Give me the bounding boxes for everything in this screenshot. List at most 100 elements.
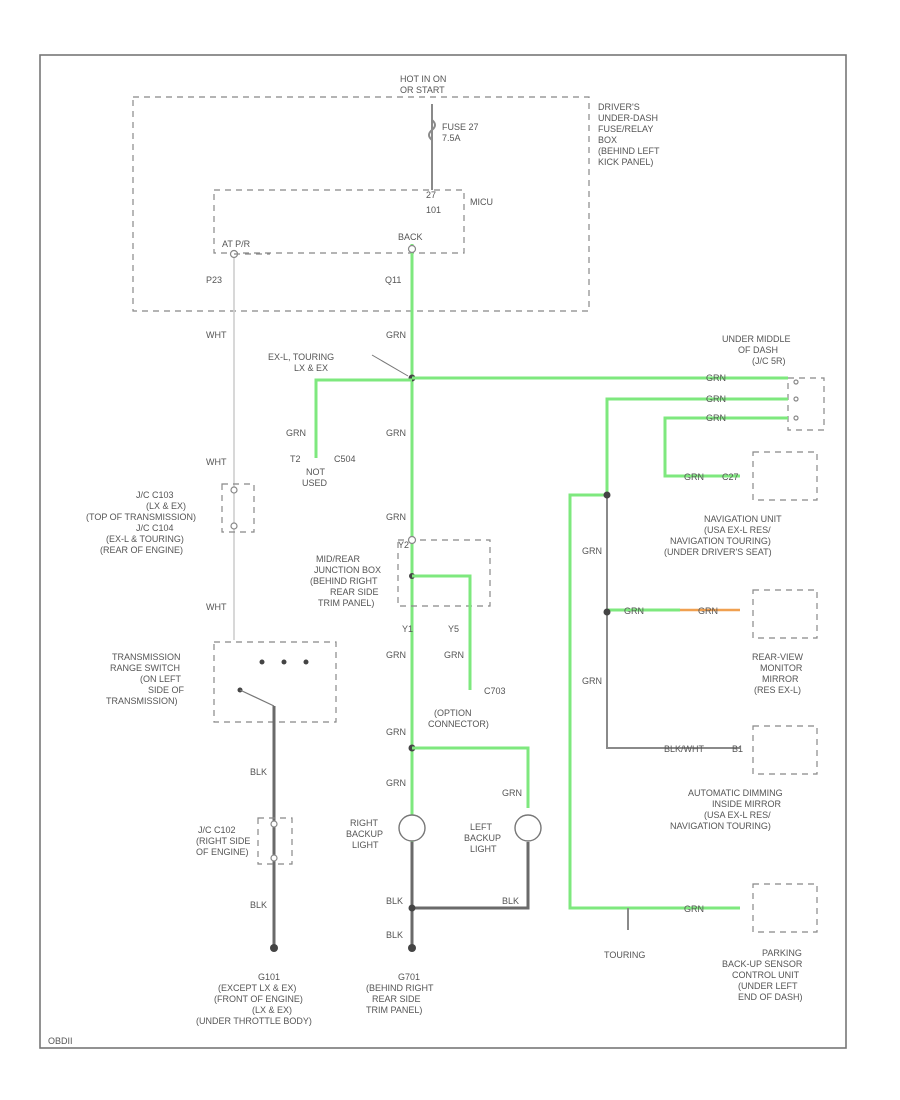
nav-unit-label-4: (UNDER DRIVER'S SEAT) [664,547,772,557]
g101-ground [270,944,278,952]
exl-label-2: LX & EX [294,363,328,373]
trans-switch-label-3: (ON LEFT [140,674,182,684]
trans-switch-pin-2 [281,659,287,665]
splice-nav [603,491,611,499]
fuse-box-label-4: BOX [598,135,617,145]
auto-dim-label-3: (USA EX-L RES/ [704,810,771,820]
jc-c103-pin-1 [230,486,238,494]
grn-label-17: GRN [582,676,602,686]
auto-dim-label: AUTOMATIC DIMMING [688,788,783,798]
blk-wht-label: BLK/WHT [664,744,705,754]
under-middle-label: UNDER MIDDLE [722,334,791,344]
left-ground-wire [412,842,530,910]
under-middle-label-2: OF DASH [738,345,778,355]
ground-splice [408,904,416,912]
grn-label-14: GRN [582,546,602,556]
mirror-label-2: MONITOR [760,663,803,673]
footer-code: OBDII [48,1036,73,1046]
jc-5r-pin-2 [793,396,799,402]
parking-label-5: END OF DASH) [738,992,803,1002]
option-label-2: CONNECTOR) [428,719,489,729]
fuse-label-2: 7.5A [442,133,461,143]
pin-c27: C27 [722,472,739,482]
q11-label: Q11 [385,275,401,285]
grn-label-3: GRN [386,428,406,438]
option-label: (OPTION [434,708,472,718]
grn-label-4: GRN [386,512,406,522]
right-backup-lamp [398,814,426,842]
jc-5r-pin-1 [793,379,799,385]
green-to-nav-unit [663,416,788,478]
g701-label-2: (BEHIND RIGHT [366,983,434,993]
micu-outline [213,189,465,254]
green-to-not-used [314,378,412,458]
right-backup-label-2: BACKUP [346,829,383,839]
jc-c103-label: J/C C103 [136,490,174,500]
jc-c102-box [257,817,293,865]
pin-101-label: 101 [426,205,441,215]
grn-label-10: GRN [706,373,726,383]
pin-27-label: 27 [426,190,436,200]
trans-switch-label-2: RANGE SWITCH [110,663,180,673]
green-to-left-backup [412,746,530,808]
nav-unit-label: NAVIGATION UNIT [704,514,782,524]
atpr-label: AT P/R [222,239,251,249]
hot-in-on-label: HOT IN ON [400,74,446,84]
jc-c102-label-3: OF ENGINE) [196,847,249,857]
nav-unit-box [752,451,818,501]
under-middle-label-3: (J/C 5R) [752,356,786,366]
mid-rear-label: MID/REAR [316,554,361,564]
grn-label-8: GRN [386,778,406,788]
y2-pin [407,535,417,545]
nav-unit-label-2: (USA EX-L RES/ [704,525,771,535]
grn-label-9: GRN [502,788,522,798]
jc-c102-label: J/C C102 [198,825,236,835]
jc-5r-pin-3 [793,415,799,421]
wht-label-2: WHT [206,457,227,467]
jc-c102-pin-2 [270,854,278,862]
left-backup-lamp [514,814,542,842]
jc-c104-label: J/C C104 [136,523,174,533]
blk-label-4: BLK [502,896,519,906]
blk-label-1: BLK [250,767,267,777]
grn-label-16: GRN [698,606,718,616]
diagram-frame [39,54,847,1049]
pin-b1: B1 [732,744,743,754]
y2-label: Y2 [398,540,409,550]
mid-rear-label-3: (BEHIND RIGHT [310,576,378,586]
g701-label-4: TRIM PANEL) [366,1005,422,1015]
mirror-label-4: (RES EX-L) [754,685,801,695]
g101-label: G101 [258,972,280,982]
blk-label-5: BLK [386,930,403,940]
green-to-option [412,574,472,690]
jc-5r-outline [787,377,825,431]
blk-label-3: BLK [386,896,403,906]
jc-c103-label-3: (TOP OF TRANSMISSION) [86,512,196,522]
fuse-box-label-5: (BEHIND LEFT [598,146,660,156]
trans-switch-label-5: TRANSMISSION) [106,696,178,706]
jc-c104-label-3: (REAR OF ENGINE) [100,545,183,555]
g101-label-4: (LX & EX) [252,1005,292,1015]
left-backup-label-3: LIGHT [470,844,497,854]
green-to-parking-sensor [568,397,788,910]
mid-rear-label-5: TRIM PANEL) [318,598,374,608]
trans-switch-blade [239,689,275,707]
trans-switch-label-4: SIDE OF [148,685,185,695]
not-used-t2: T2 [290,454,301,464]
fuse-box-label-3: FUSE/RELAY [598,124,653,134]
jc-c102-pin-1 [270,820,278,828]
grn-label-7: GRN [386,727,406,737]
g701-ground [408,944,416,952]
grn-label-13: GRN [684,472,704,482]
mirror-label-3: MIRROR [762,674,799,684]
blk-label-2: BLK [250,900,267,910]
blk-wht-wire [606,688,740,749]
grn-label-11: GRN [706,394,726,404]
wht-label-3: WHT [206,602,227,612]
g101-label-2: (EXCEPT LX & EX) [218,983,296,993]
jc-c103-box [221,483,255,533]
g701-label: G701 [398,972,420,982]
mid-rear-box [397,539,491,607]
right-backup-label-3: LIGHT [352,840,379,850]
